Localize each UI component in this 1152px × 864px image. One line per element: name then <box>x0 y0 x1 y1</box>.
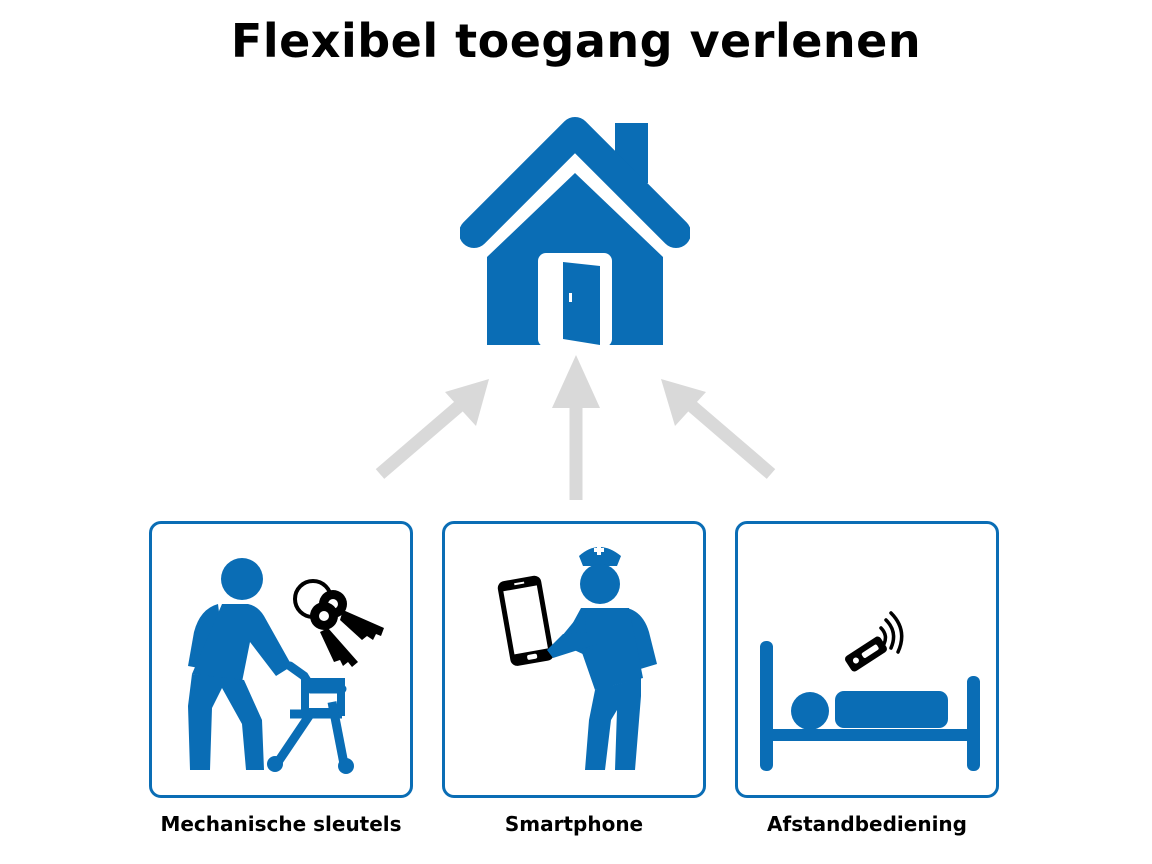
page-title: Flexibel toegang verlenen <box>230 14 922 68</box>
arrow-right <box>661 379 776 479</box>
option-panel-remote-control <box>735 521 999 798</box>
arrow-center <box>552 355 600 500</box>
caption-mechanical-keys: Mechanische sleutels <box>160 812 402 836</box>
arrow-left <box>375 379 489 479</box>
signal-waves-icon <box>879 611 904 654</box>
caption-remote-control: Afstandbediening <box>767 812 967 836</box>
nurse-smartphone-icon <box>497 545 657 770</box>
option-panel-smartphone <box>442 521 706 798</box>
remote-control-icon <box>845 636 887 672</box>
option-panel-mechanical-keys <box>149 521 413 798</box>
caption-smartphone: Smartphone <box>504 812 644 836</box>
bed-remote-control-icon <box>760 611 980 771</box>
caregiver-walker-keys-icon <box>188 558 384 774</box>
house-icon <box>460 117 690 347</box>
